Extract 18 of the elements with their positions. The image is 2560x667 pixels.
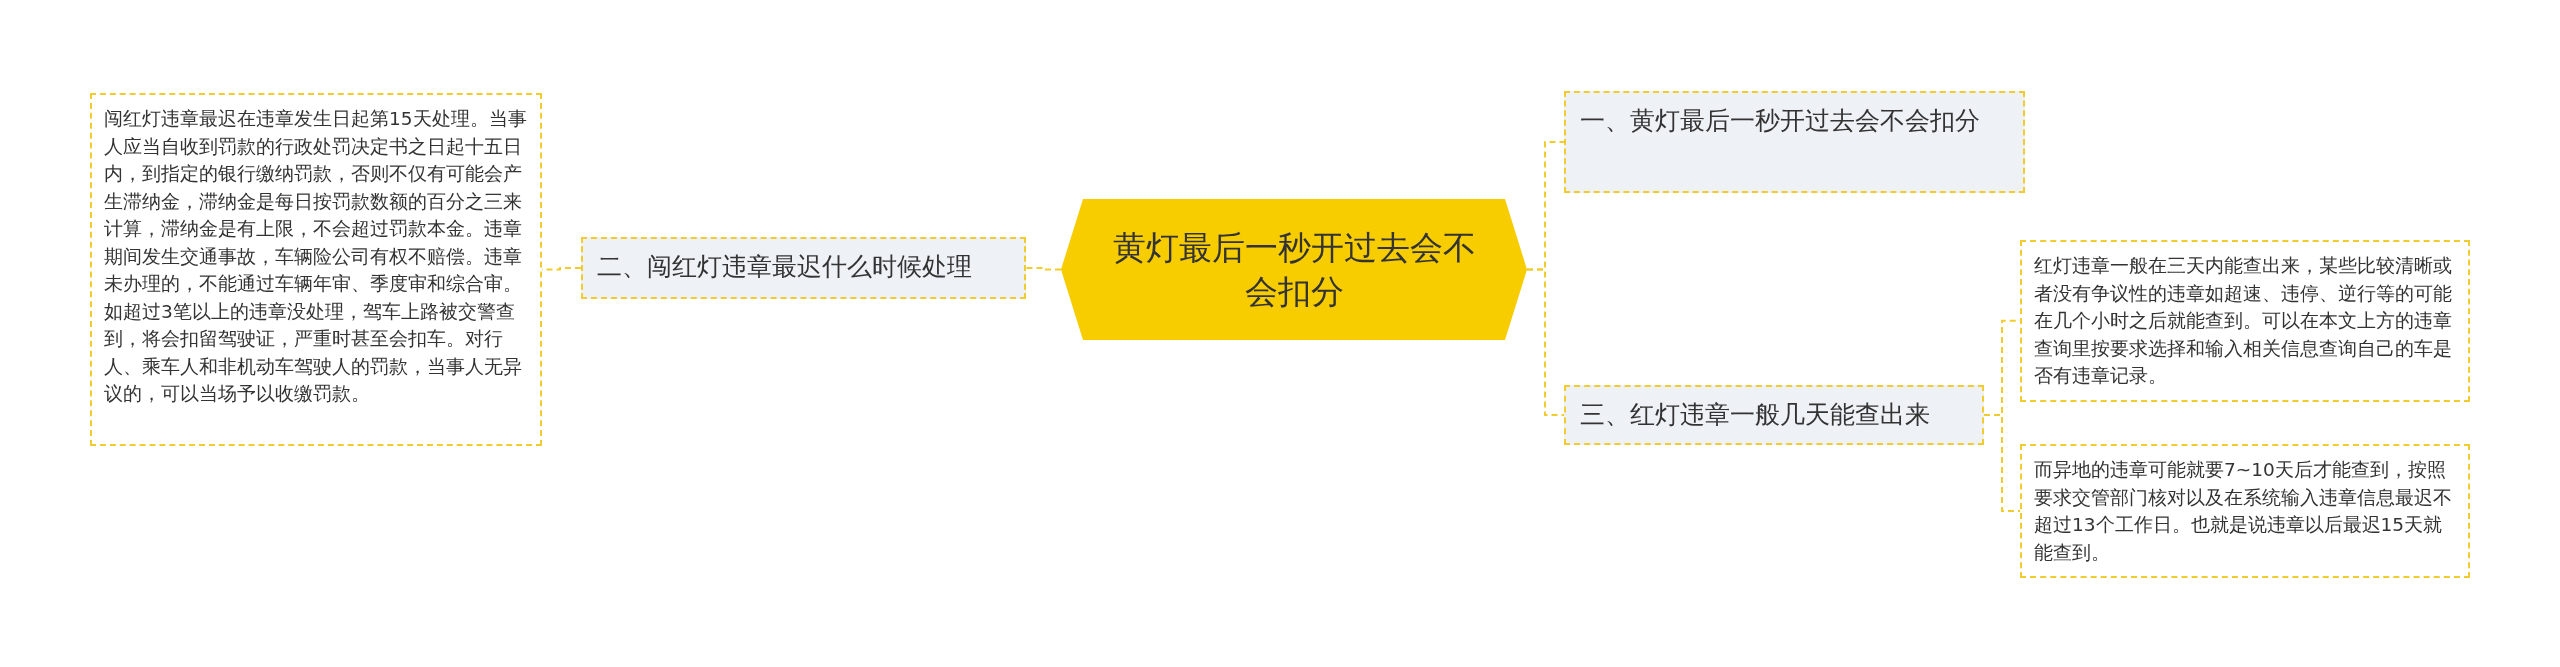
note-box: [90, 93, 542, 446]
topic-box: [1564, 385, 1984, 445]
topic-label: 三、红灯违章一般几天能查出来: [1580, 399, 1931, 431]
note-text: 闯红灯违章最迟在违章发生日起第15天处理。当事人应当自收到罚款的行政处罚决定书之日起十五日内，到指定的银行缴纳罚款，否则不仅有可能会产生滞纳金，滞纳金是每日按罚款数额的百分之三来计算，滞纳金是有上限，不会超过罚款本金。违章期间发生交通事故，车辆险公司有权不赔偿。违章未办理的，不能通过车辆年审、季度审和综合审。如超过3笔以上的违章没处理，驾车上路被交警查到，将会扣留驾驶证，严重时甚至会扣车。对行人、乘车人和非机动车驾驶人的罚款，当事人无异议的，可以当场予以收缴罚款。: [104, 107, 528, 406]
topic-box: [1564, 91, 2025, 193]
topic-label: 一、黄灯最后一秒开过去会不会扣分: [1580, 105, 1981, 137]
connector-line: [541, 267, 582, 271]
note-text: 红灯违章一般在三天内能查出来，某些比较清晰或者没有争议性的违章如超速、违停、逆行等的可能在几个小时之后就能查到。可以在本文上方的违章查询里按要求选择和输入相关信息查询自己的车是否有违章记录。: [2034, 254, 2453, 388]
connector-line: [1025, 267, 1062, 271]
central-topic-hexagon: [1061, 199, 1527, 340]
note-box: [2020, 444, 2470, 578]
connector-line: [1526, 268, 1565, 416]
note-box: [2020, 240, 2470, 402]
topic-title: 黄灯最后一秒开过去会不会扣分: [1111, 226, 1477, 313]
topic-box: [581, 237, 1026, 299]
note-text: 而异地的违章可能就要7~10天后才能查到，按照要求交管部门核对以及在系统输入违章信息最迟不超过13个工作日。也就是说违章以后最迟15天就能查到。: [2034, 458, 2453, 565]
topic-label: 二、闯红灯违章最迟什么时候处理: [597, 251, 973, 283]
connector-line: [1983, 414, 2021, 512]
